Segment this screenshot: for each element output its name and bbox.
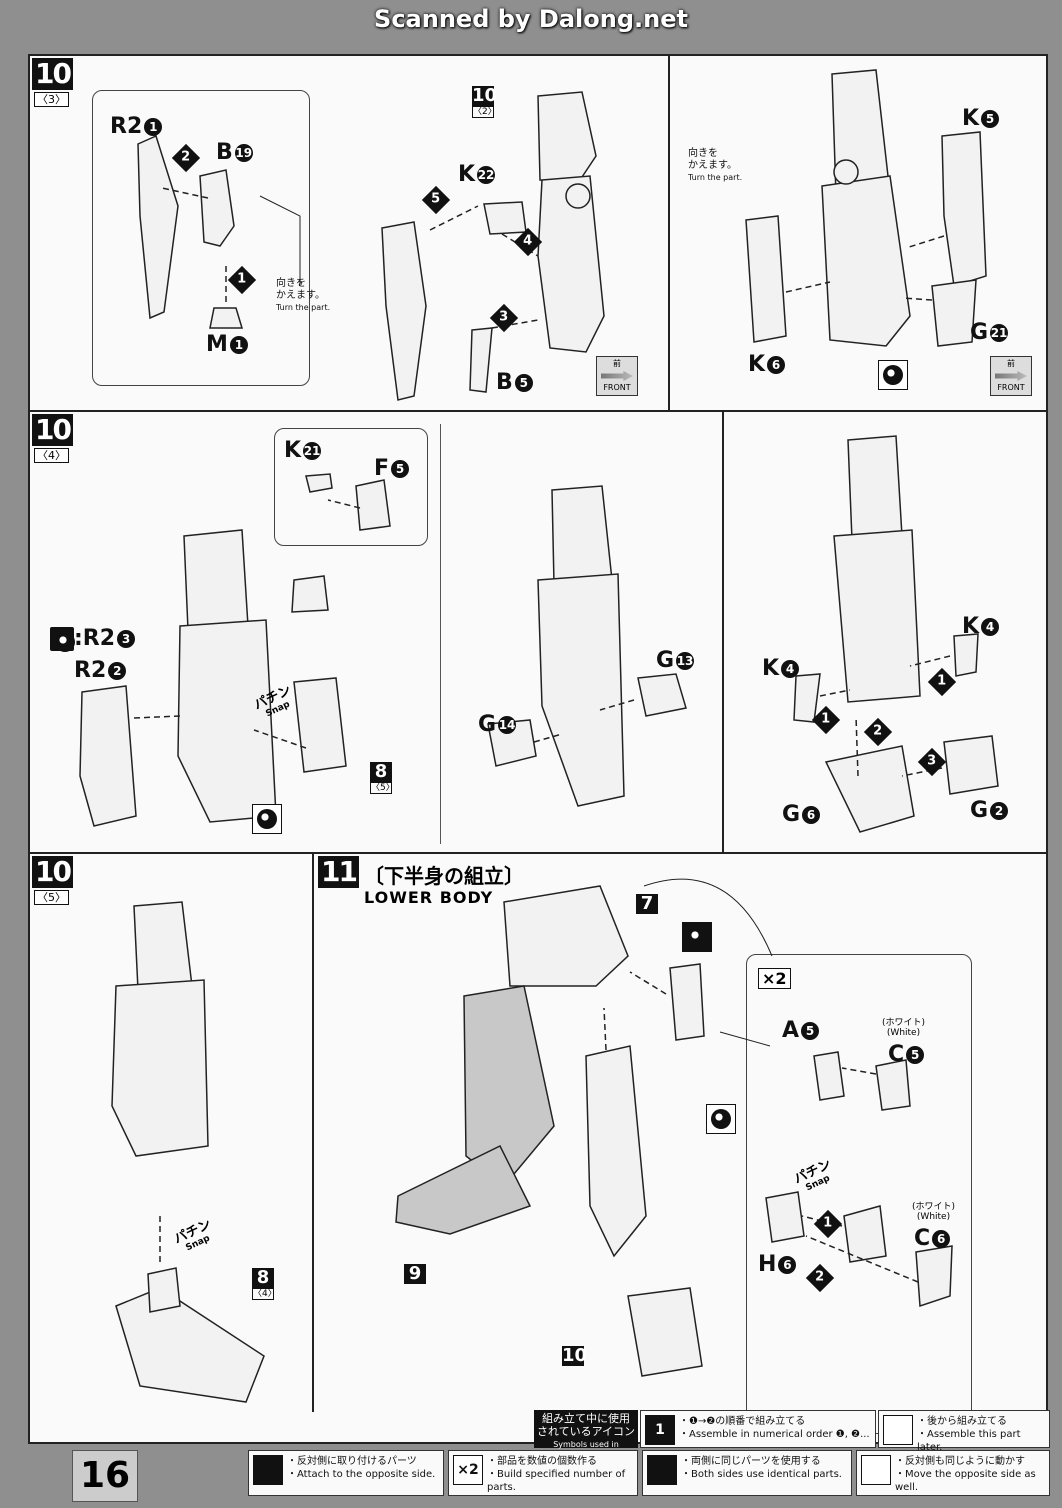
col-divider xyxy=(668,56,670,410)
step-reference: 9 xyxy=(404,1264,426,1284)
step-reference: 10 xyxy=(562,1345,588,1366)
step-number: 10 xyxy=(32,414,73,446)
identical-parts-icon xyxy=(647,1455,677,1485)
substep-number: 〈4〉 xyxy=(34,448,69,463)
assemble-later-icon xyxy=(252,804,282,834)
color-note: (ホワイト)(White) xyxy=(882,1018,926,1038)
quantity-icon: ×2 xyxy=(453,1455,483,1485)
step-reference: 10〈2〉 xyxy=(472,85,498,118)
row-divider xyxy=(30,852,1046,854)
col-divider xyxy=(722,410,724,852)
substep-number: 〈5〉 xyxy=(34,890,69,905)
step-reference: 7 xyxy=(636,894,658,914)
color-note: (ホワイト)(White) xyxy=(912,1202,956,1222)
turn-part-note: 向きを かえます。Turn the part. xyxy=(688,148,743,182)
sub-divider xyxy=(440,424,441,844)
substep-number: 〈3〉 xyxy=(34,92,69,107)
step-number: 10 xyxy=(32,58,73,90)
legend-opposite: ・反対側に取り付けるパーツ・Attach to the opposite sid… xyxy=(248,1450,444,1496)
step-title: 〔下半身の組立〕 xyxy=(364,864,524,888)
col-divider xyxy=(312,852,314,1412)
row-divider xyxy=(30,410,1046,412)
legend-identical: ・両側に同じパーツを使用する・Both sides use identical … xyxy=(642,1450,852,1496)
quantity-x2: ×2 xyxy=(758,968,791,989)
move-opposite-icon xyxy=(861,1455,891,1485)
step-subtitle: LOWER BODY xyxy=(364,888,494,907)
turn-part-note: 向きを かえます。Turn the part. xyxy=(276,278,331,312)
legend-specified: ×2・部品を数値の個数作る・Build specified number of … xyxy=(448,1450,638,1496)
move-opposite-icon xyxy=(706,1104,736,1134)
step-number: 11 xyxy=(318,856,359,888)
legend-numerical: 1・❶→❷の順番で組み立てる・Assemble in numerical ord… xyxy=(640,1410,876,1448)
step-number: 10 xyxy=(32,856,73,888)
page-number: 16 xyxy=(72,1450,138,1502)
opposite-side-icon xyxy=(50,627,75,652)
identical-parts-icon xyxy=(682,922,712,952)
opposite-side-icon xyxy=(253,1455,283,1485)
instruction-sheet: 10 〈3〉 10 〈4〉 10 〈5〉 11 〔下半身の組立〕 LOWER B… xyxy=(28,54,1048,1444)
assemble-later-icon xyxy=(878,360,908,390)
legend-later: ・後から組み立てる・Assemble this part later. xyxy=(878,1410,1050,1453)
detail-callout xyxy=(92,90,310,386)
assemble-later-icon xyxy=(883,1415,913,1445)
parts-line-art xyxy=(79,69,999,1403)
step-reference: 8〈4〉 xyxy=(252,1267,277,1300)
legend-move: ・反対側も同じように動かす・Move the opposite side as … xyxy=(856,1450,1050,1496)
numbered-step-icon: 1 xyxy=(645,1415,675,1445)
scan-banner: Scanned by Dalong.net xyxy=(374,5,688,33)
step-reference: 8〈5〉 xyxy=(370,761,395,794)
detail-callout xyxy=(274,428,428,546)
